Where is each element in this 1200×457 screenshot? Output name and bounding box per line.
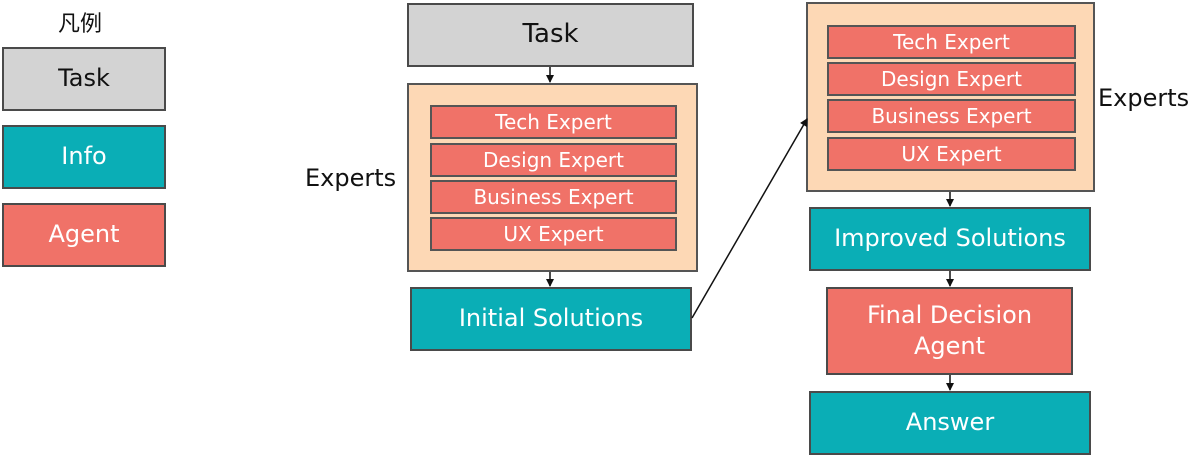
experts-label-1: Experts <box>305 164 397 192</box>
expert-tech-1: Tech Expert <box>430 105 677 139</box>
initial-solutions-node: Initial Solutions <box>410 287 692 351</box>
final-decision-agent-node: Final Decision Agent <box>826 287 1073 375</box>
arrow-initial-to-experts-2 <box>691 118 808 319</box>
legend-info: Info <box>2 125 166 189</box>
expert-ux-2: UX Expert <box>827 137 1076 171</box>
legend-task: Task <box>2 47 166 111</box>
improved-solutions-node: Improved Solutions <box>809 207 1091 271</box>
legend-title: 凡例 <box>58 12 103 37</box>
experts-label-2: Experts <box>1098 84 1190 112</box>
expert-ux-1: UX Expert <box>430 217 677 251</box>
expert-design-1: Design Expert <box>430 143 677 177</box>
answer-node: Answer <box>809 391 1091 455</box>
expert-tech-2: Tech Expert <box>827 25 1076 59</box>
expert-design-2: Design Expert <box>827 62 1076 96</box>
experts-group-2: Tech Expert Design Expert Business Exper… <box>806 2 1095 192</box>
expert-business-1: Business Expert <box>430 180 677 214</box>
legend-agent: Agent <box>2 203 166 267</box>
task-node: Task <box>407 3 694 67</box>
experts-group-1: Tech Expert Design Expert Business Exper… <box>407 83 698 272</box>
expert-business-2: Business Expert <box>827 99 1076 133</box>
